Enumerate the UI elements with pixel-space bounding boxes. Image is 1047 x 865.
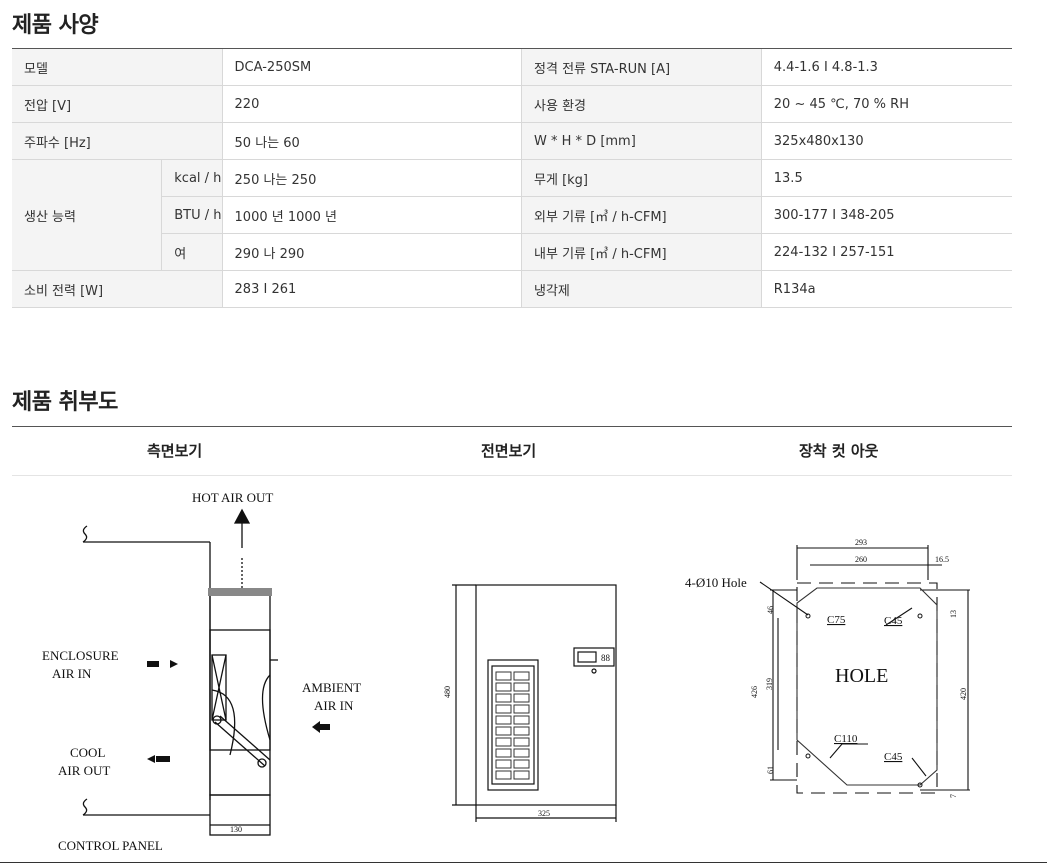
spec-label: 전압 [V]	[12, 85, 223, 123]
spec-label: 모델	[12, 48, 223, 86]
cool-air-out-label: AIR OUT	[58, 763, 110, 778]
spec-value: 50 나는 60	[221, 122, 522, 160]
ambient-label: AMBIENT	[302, 680, 361, 695]
dim-7: 7	[949, 794, 958, 798]
control-panel-label: CONTROL PANEL	[58, 838, 163, 853]
dim-46: 46	[766, 606, 775, 614]
table-row: BTU / h 1000 년 1000 년 외부 기류 [㎥ / h-CFM] …	[12, 196, 1012, 234]
dim-13: 13	[949, 610, 958, 618]
dim-260: 260	[855, 555, 867, 564]
capacity-unit: kcal / h	[161, 159, 223, 197]
table-row: 주파수 [Hz] 50 나는 60 W * H * D [mm] 325x480…	[12, 122, 1012, 160]
c110-label: C110	[834, 733, 858, 745]
bottom-divider	[0, 862, 1047, 863]
ambient-air-in-label: AIR IN	[314, 698, 354, 713]
dim-61: 61	[766, 766, 775, 774]
depth-dimension: 130	[230, 825, 242, 834]
spec-value: 20 ~ 45 ℃, 70 % RH	[760, 85, 1012, 123]
spec-value: 13.5	[760, 159, 1012, 197]
width-dimension: 325	[538, 809, 550, 818]
spec-value: 283 I 261	[221, 270, 522, 308]
table-row: 여 290 나 290 내부 기류 [㎥ / h-CFM] 224-132 I …	[12, 233, 1012, 271]
cutout-view-title: 장착 컷 아웃	[799, 442, 879, 460]
spec-section-title: 제품 사양	[12, 13, 99, 38]
capacity-unit: 여	[161, 233, 223, 271]
display-readout: 88	[601, 653, 611, 663]
spec-label: 사용 환경	[521, 85, 762, 123]
spec-value: 220	[221, 85, 522, 123]
spec-label: 무게 [kg]	[521, 159, 762, 197]
table-row: 소비 전력 [W] 283 I 261 냉각제 R134a	[12, 270, 1012, 308]
spec-label: 소비 전력 [W]	[12, 270, 223, 308]
spec-label: 내부 기류 [㎥ / h-CFM]	[521, 233, 762, 271]
spec-value: DCA-250SM	[221, 48, 522, 86]
spec-value: 224-132 I 257-151	[760, 233, 1012, 271]
spec-table: 모델 DCA-250SM 정격 전류 STA-RUN [A] 4.4-1.6 I…	[12, 48, 1012, 308]
cutout-view-drawing: 4-Ø10 Hole HOLE 293 260 16.5 46 13 426 3…	[685, 538, 970, 798]
spec-value: 325x480x130	[760, 122, 1012, 160]
enclosure-label: ENCLOSURE	[42, 648, 119, 663]
dim-426: 426	[750, 686, 759, 698]
capacity-label: 생산 능력	[12, 159, 162, 271]
side-view-drawing: HOT AIR OUT ENCLOSURE AIR IN AMBIENT AIR…	[42, 490, 361, 853]
spec-label: 냉각제	[521, 270, 762, 308]
table-row: 생산 능력 kcal / h 250 나는 250 무게 [kg] 13.5	[12, 159, 1012, 271]
hot-air-out-label: HOT AIR OUT	[192, 490, 273, 505]
drawing-view-header: 측면보기 전면보기 장착 컷 아웃	[12, 426, 1012, 476]
dim-16-5: 16.5	[935, 555, 949, 564]
spec-label: 정격 전류 STA-RUN [A]	[521, 48, 762, 86]
front-view-louvers	[495, 671, 530, 780]
side-view-title: 측면보기	[147, 442, 203, 460]
dim-293: 293	[855, 538, 867, 547]
cool-label: COOL	[70, 745, 105, 760]
enclosure-air-in-label: AIR IN	[52, 666, 92, 681]
c45-bottom-label: C45	[884, 751, 903, 763]
spec-label: 주파수 [Hz]	[12, 122, 223, 160]
spec-value: R134a	[760, 270, 1012, 308]
hole-note-label: 4-Ø10 Hole	[685, 575, 747, 590]
dim-319: 319	[765, 678, 774, 690]
spec-value: 4.4-1.6 I 4.8-1.3	[760, 48, 1012, 86]
table-row: 모델 DCA-250SM 정격 전류 STA-RUN [A] 4.4-1.6 I…	[12, 48, 1012, 86]
spec-value: 300-177 I 348-205	[760, 196, 1012, 234]
c45-top-label: C45	[884, 615, 903, 627]
spec-label: 외부 기류 [㎥ / h-CFM]	[521, 196, 762, 234]
spec-value: 290 나 290	[221, 233, 522, 271]
capacity-unit: BTU / h	[161, 196, 223, 234]
spec-label: W * H * D [mm]	[521, 122, 762, 160]
hole-label: HOLE	[835, 665, 888, 687]
dim-420: 420	[959, 688, 968, 700]
table-row: 전압 [V] 220 사용 환경 20 ~ 45 ℃, 70 % RH	[12, 85, 1012, 123]
spec-value: 1000 년 1000 년	[221, 196, 522, 234]
drawing-section-title: 제품 취부도	[12, 390, 118, 415]
spec-value: 250 나는 250	[221, 159, 522, 197]
c75-label: C75	[827, 614, 846, 626]
front-view-title: 전면보기	[481, 442, 537, 460]
height-dimension: 480	[443, 686, 452, 698]
front-view-drawing: 88 480 325	[443, 584, 617, 822]
